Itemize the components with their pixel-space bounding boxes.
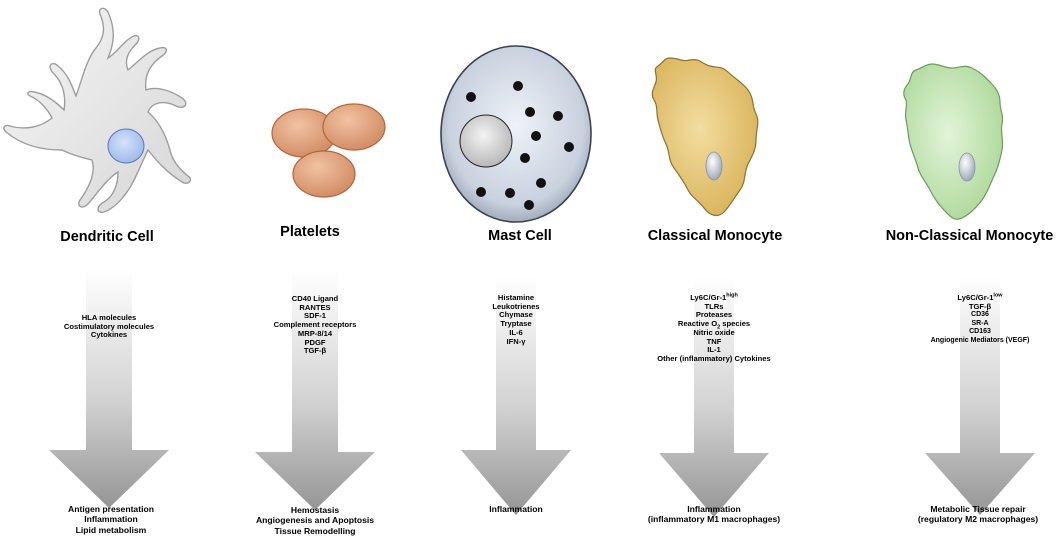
classical-monocyte-illustration [651,57,759,217]
outcome-item: Tissue Remodelling [274,525,356,536]
outcome-list: Hemostasis Angiogenesis and Apoptosis Ti… [235,505,395,536]
marker-item: Ly6C/Gr-1high [644,292,784,303]
marker-item: Angiogenic Mediators (VEGF) [930,336,1030,344]
platelet [292,150,356,198]
down-arrow [461,275,571,515]
marker-item: CD163 [969,328,991,336]
mast-cell-nucleus [459,114,513,168]
non-classical-monocyte-illustration [903,63,1004,220]
outcome-item: Lipid metabolism [75,524,147,535]
outcome-list: Metabolic Tissue repair (regulatory M2 m… [898,504,1058,525]
outcome-item: Hemostasis [290,505,340,515]
marker-ly6c: Ly6C/Gr-1 [690,293,727,302]
non-classical-monocyte-body [903,63,1004,220]
marker-item: TGF-β [968,301,992,311]
dendritic-cell-illustration [3,7,192,214]
outcome-item: Angiogenesis and Apoptosis [255,515,375,526]
cell-title: Platelets [280,224,340,240]
marker-item: Costimulatory molecules [63,321,155,331]
classical-monocyte-body [651,57,759,217]
marker-item: IFN-γ [506,336,526,346]
marker-list: CD40 Ligand RANTES SDF-1 Complement rece… [250,294,380,356]
classical-monocyte-nucleus [705,151,723,181]
marker-item: TNF [706,336,722,346]
marker-ly6c-superscript: high [726,292,738,299]
dendritic-cell-body [3,7,192,214]
outcome-item: Inflammation [489,504,543,514]
cell-title: Dendritic Cell [60,229,154,245]
marker-item: Leukotrienes [492,301,540,311]
marker-item: IL-6 [509,327,523,337]
mast-cell-illustration [440,45,592,223]
outcome-item: (inflammatory M1 macrophages) [647,514,781,525]
outcome-item: Antigen presentation [68,504,154,514]
marker-item: CD40 Ligand [291,294,339,303]
marker-ros-suffix: species [720,319,751,329]
cell-title: Mast Cell [488,228,552,244]
column-mast-cell: Mast Cell Histamine Leukotrienes Chymase… [430,0,600,537]
platelet [322,103,386,151]
non-classical-monocyte-nucleus [958,152,976,182]
column-platelets: Platelets CD40 Ligand RANTES SDF-1 Compl… [228,0,398,537]
cell-title: Non-Classical Monocyte [885,228,1054,244]
marker-ly6c: Ly6C/Gr-1 [957,293,994,302]
down-arrow [659,277,769,517]
marker-item: SDF-1 [304,311,326,321]
marker-ros-subscript: 2 [717,324,721,331]
outcome-list: Inflammation [456,504,576,514]
marker-ly6c-superscript: low [993,292,1003,299]
marker-item: Other (inflammatory) Cytokines [657,353,771,363]
marker-list: HLA molecules Costimulatory molecules Cy… [44,313,174,340]
down-arrow [49,268,169,508]
cell-title: Classical Monocyte [647,228,783,244]
mast-cell-granules [466,81,574,210]
marker-item: SR-A [971,319,989,327]
marker-item: Histamine [497,293,535,302]
marker-item: Proteases [695,310,733,320]
outcome-item: Inflammation [687,504,741,514]
marker-item: Cytokines [90,330,128,340]
marker-item: Nitric oxide [693,327,735,337]
marker-item: Chymase [499,310,533,320]
marker-item: Complement receptors [273,320,357,330]
outcome-item: (regulatory M2 macrophages) [917,514,1039,525]
column-classical-monocyte: Classical Monocyte Ly6C/Gr-1high TLRs Pr… [630,0,810,537]
outcome-item: Inflammation [84,514,138,525]
marker-item: MRP-8/14 [297,328,333,338]
marker-item: HLA molecules [81,313,137,322]
outcome-item: Metabolic Tissue repair [930,504,1026,514]
marker-item: TGF-β [303,346,327,356]
down-arrow [925,275,1035,515]
outcome-list: Inflammation (inflammatory M1 macrophage… [634,504,794,525]
platelets-illustration [271,103,386,198]
marker-item: IL-1 [707,345,721,355]
marker-item: Tryptase [500,319,532,329]
marker-list: Ly6C/Gr-1low TGF-β CD36 SR-A CD163 Angio… [910,292,1050,346]
marker-item: Reactive O2 species [644,319,784,331]
marker-item: PDGF [304,337,326,347]
marker-item: Ly6C/Gr-1low [910,292,1050,303]
marker-list: Ly6C/Gr-1high TLRs Proteases Reactive O2… [644,292,784,364]
dendritic-cell-nucleus [107,128,145,164]
column-non-classical-monocyte: Non-Classical Monocyte Ly6C/Gr-1low TGF-… [870,0,1059,537]
mast-cell-body [440,45,592,223]
marker-list: Histamine Leukotrienes Chymase Tryptase … [456,293,576,346]
marker-ros: Reactive O [677,319,718,329]
marker-item: TLRs [704,301,724,311]
marker-item: CD36 [971,311,989,319]
column-dendritic-cell: Dendritic Cell HLA molecules Costimulato… [0,0,210,537]
outcome-list: Antigen presentation Inflammation Lipid … [36,504,186,535]
down-arrow [255,270,375,510]
marker-item: RANTES [299,302,331,312]
